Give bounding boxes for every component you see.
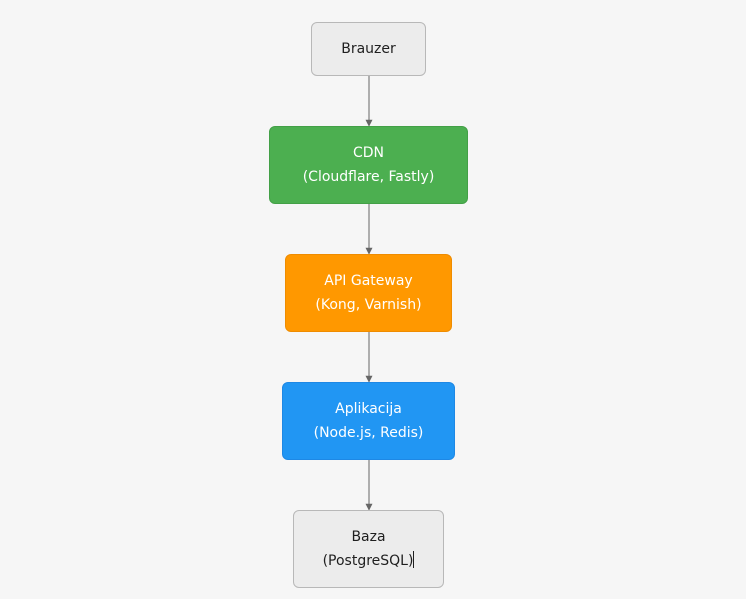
node-api-gateway[interactable]: API Gateway (Kong, Varnish) xyxy=(285,254,452,332)
node-api-gateway-title: API Gateway xyxy=(324,273,413,289)
text-cursor xyxy=(413,551,415,568)
node-database-subtitle: (PostgreSQL) xyxy=(322,553,414,569)
node-api-gateway-subtitle: (Kong, Varnish) xyxy=(315,297,422,313)
node-database[interactable]: Baza (PostgreSQL) xyxy=(293,510,444,588)
node-cdn-subtitle: (Cloudflare, Fastly) xyxy=(302,169,435,185)
node-database-subtitle-line[interactable]: (PostgreSQL) xyxy=(323,549,415,573)
node-cdn[interactable]: CDN (Cloudflare, Fastly) xyxy=(269,126,468,204)
node-application-subtitle: (Node.js, Redis) xyxy=(313,425,424,441)
node-cdn-title: CDN xyxy=(352,145,385,161)
node-browser-label: Brauzer xyxy=(341,41,396,57)
node-application[interactable]: Aplikacija (Node.js, Redis) xyxy=(282,382,455,460)
node-database-title: Baza xyxy=(351,529,386,545)
node-application-title: Aplikacija xyxy=(335,401,402,417)
node-browser[interactable]: Brauzer xyxy=(311,22,426,76)
